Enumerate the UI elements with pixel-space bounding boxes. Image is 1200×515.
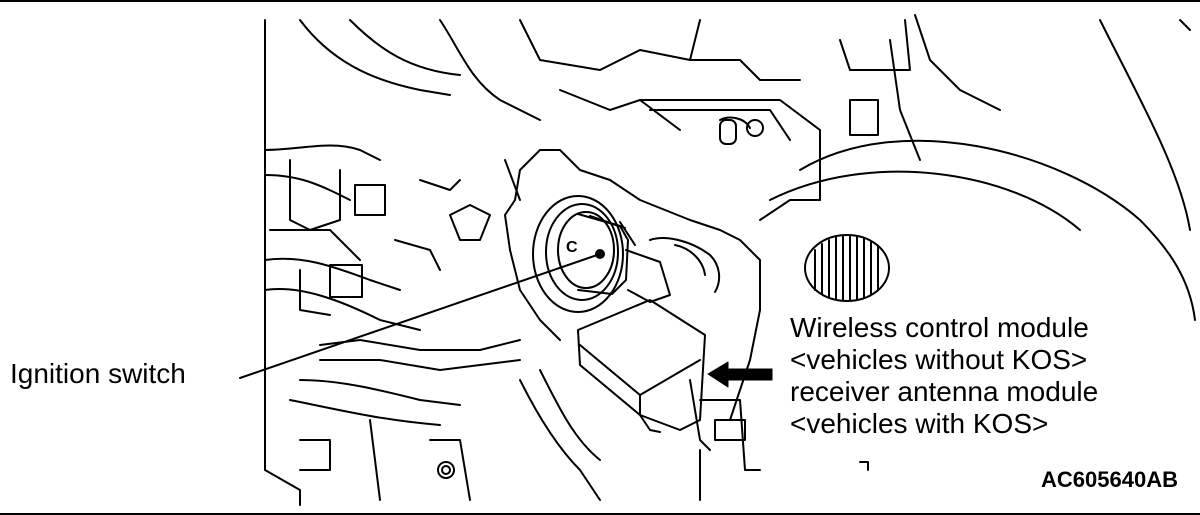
module-label-line: <vehicles without KOS> [790, 344, 1088, 375]
cylinder-marking: C [566, 239, 578, 256]
ignition-switch-label: Ignition switch [10, 358, 186, 389]
ignition-key-cylinder: C [532, 195, 671, 313]
dashboard-outline [264, 14, 1196, 506]
figure-code: AC605640AB [1041, 467, 1178, 492]
wireless-control-module-label: Wireless control module <vehicles withou… [790, 312, 1098, 440]
ignition-switch-housing [504, 149, 761, 421]
mounting-bracket [699, 399, 869, 501]
ignition-switch-leader [239, 249, 605, 379]
module-label-line: receiver antenna module [790, 376, 1099, 407]
wiring-harness [264, 144, 601, 501]
speaker-grille [804, 234, 890, 302]
direction-arrow [707, 361, 773, 388]
module-label-line: Wireless control module [790, 312, 1089, 343]
module-label-line: <vehicles with KOS> [790, 408, 1049, 439]
control-module-box [577, 299, 711, 451]
